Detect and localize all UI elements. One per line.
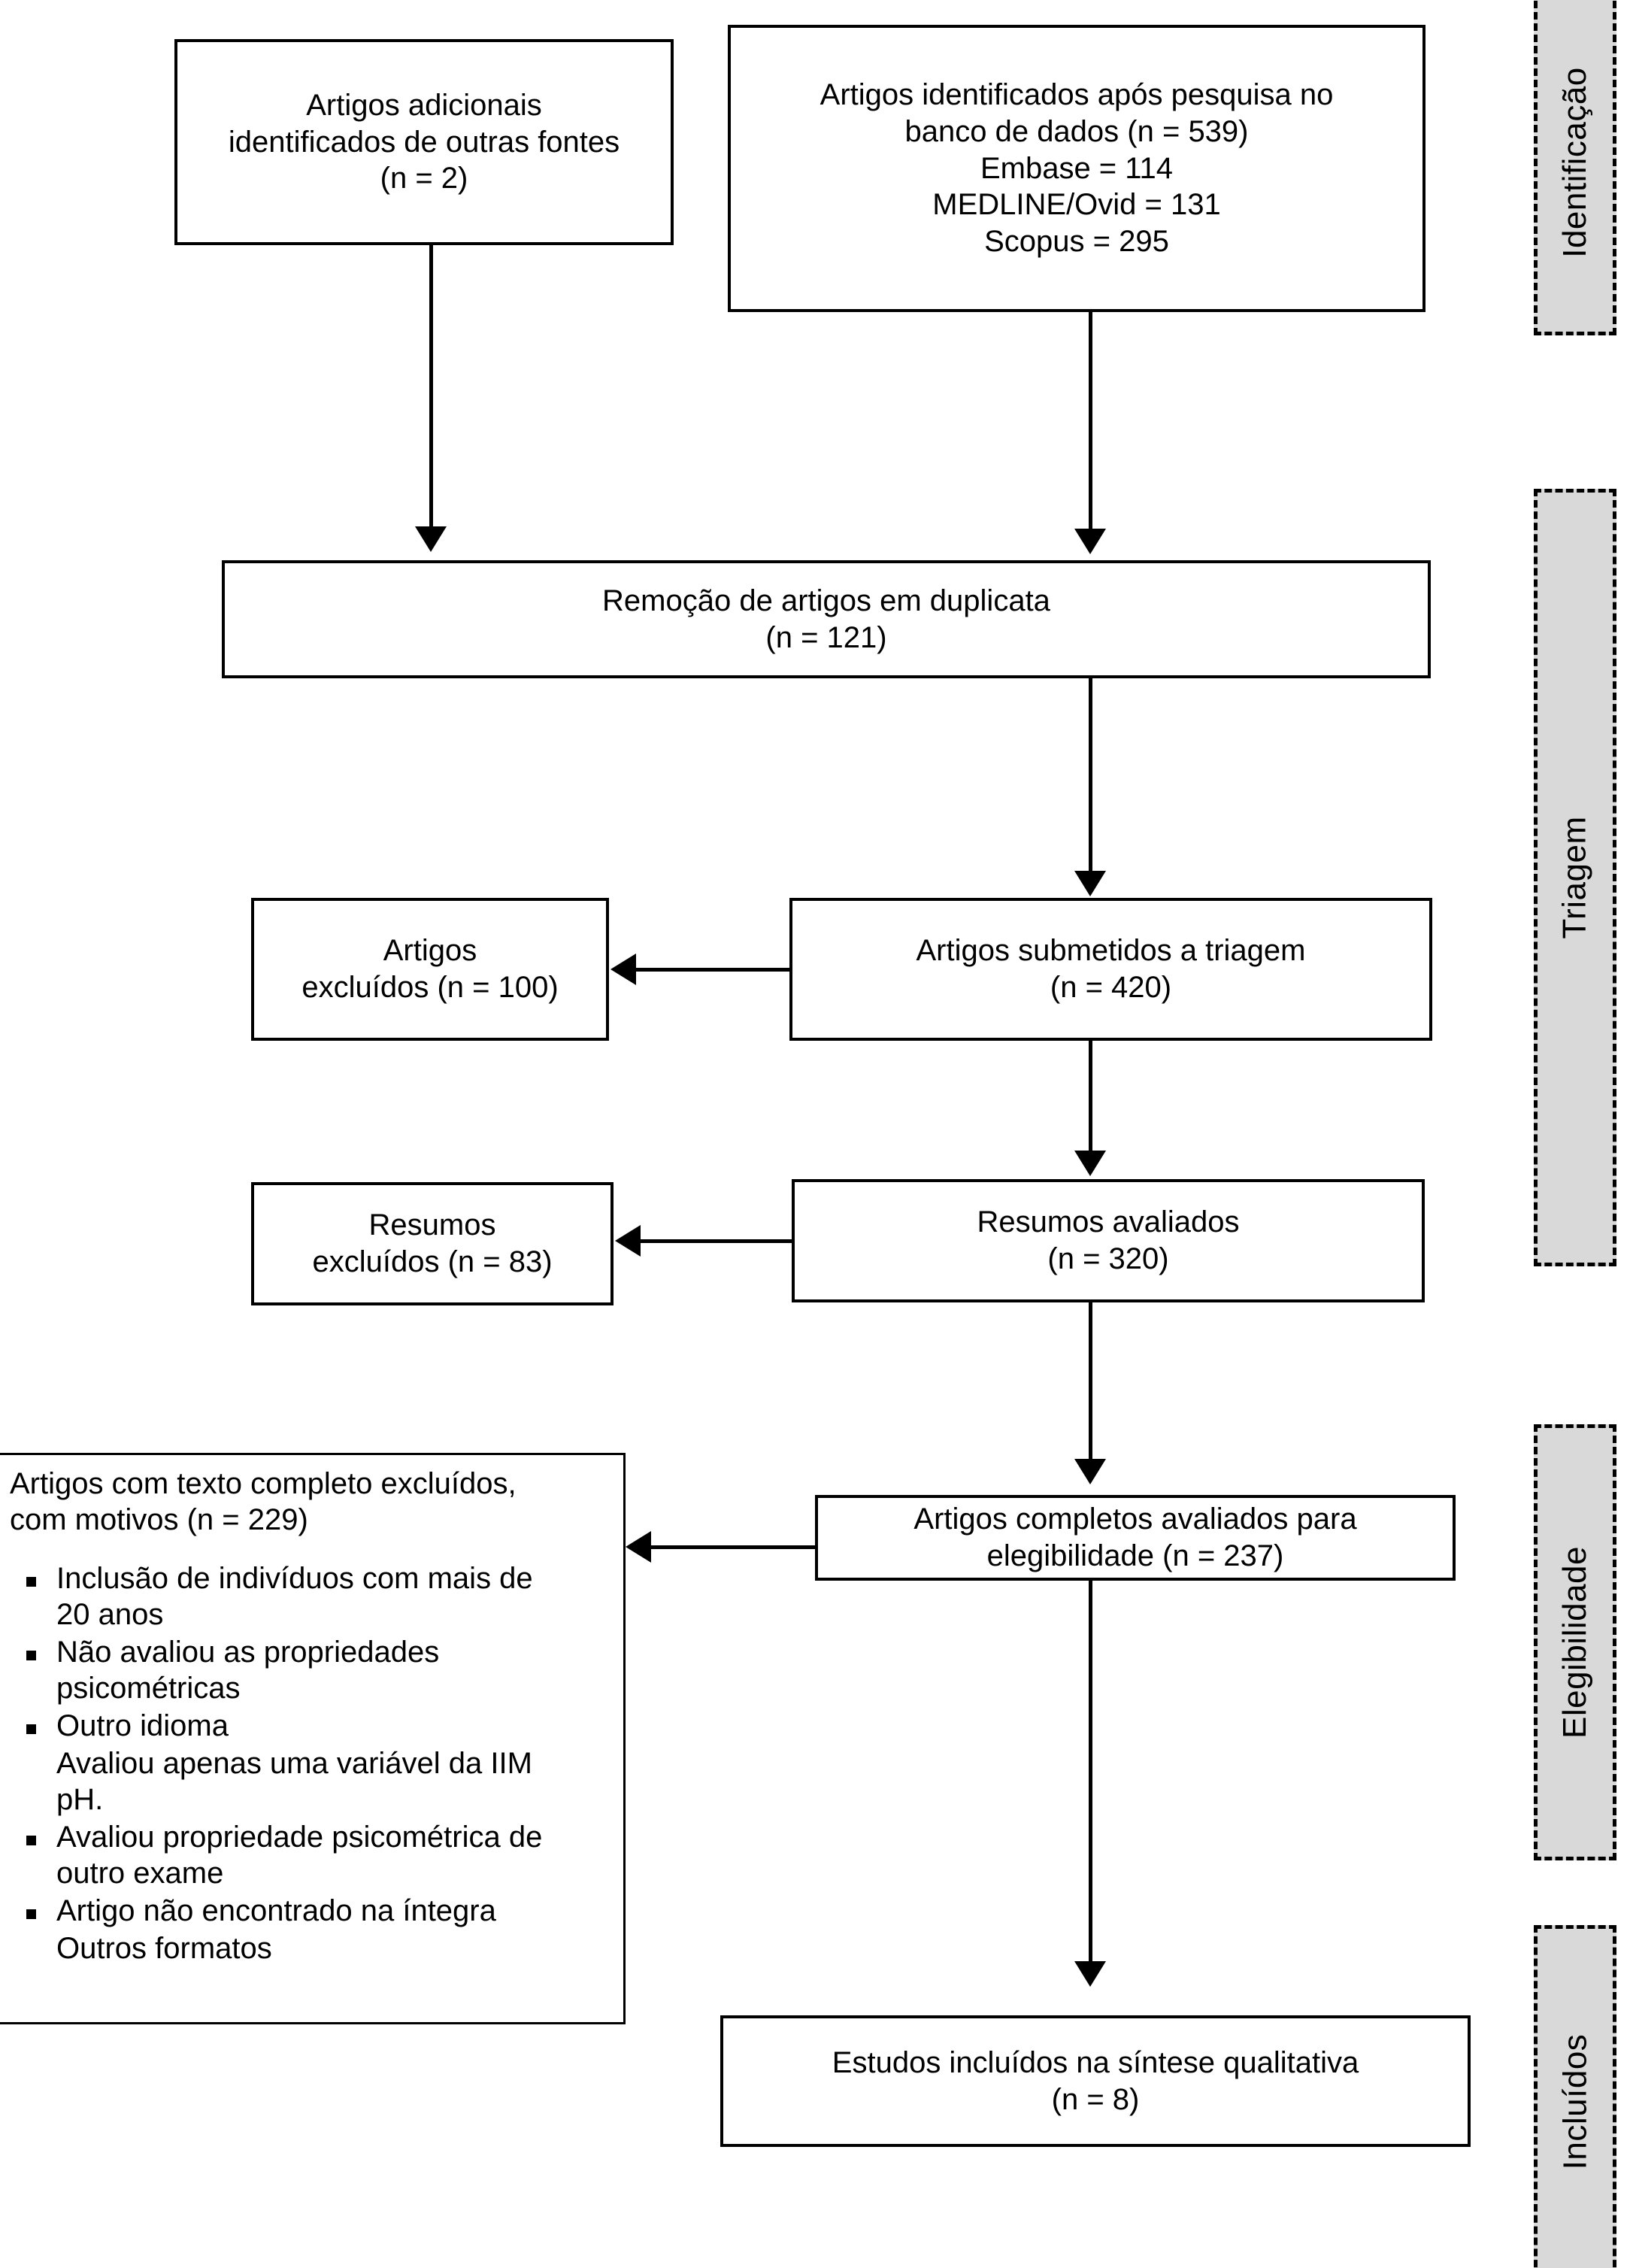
arrowhead-fulltext-to-included [1074, 1961, 1106, 1987]
connector-fulltext-to-included [1089, 1581, 1092, 1964]
exclusion-reason-item: Avaliou propriedade psicométrica de outr… [10, 1819, 614, 1891]
box-database-search-text: Artigos identificados após pesquisa no b… [820, 78, 1334, 259]
connector-database-to-duplicates [1089, 312, 1092, 530]
exclusion-reason-item: Não avaliou as propriedades psicométrica… [10, 1634, 614, 1706]
connector-abstracts-to-fulltext [1089, 1302, 1092, 1460]
box-articles-excluded-text: Artigos excluídos (n = 100) [301, 934, 559, 1004]
exclusion-reason-item: Avaliou apenas uma variável da IIM pH. [56, 1747, 532, 1816]
connector-duplicates-to-screened [1089, 678, 1092, 874]
box-included-qualitative: Estudos incluídos na síntese qualitativa… [720, 2015, 1471, 2147]
box-included-qualitative-text: Estudos incluídos na síntese qualitativa… [832, 2045, 1359, 2116]
arrowhead-screened-to-abstracts [1074, 1151, 1106, 1176]
box-abstracts-excluded-text: Resumos excluídos (n = 83) [312, 1208, 553, 1278]
box-database-search: Artigos identificados após pesquisa no b… [728, 25, 1425, 312]
phase-incluidos: Incluídos [1534, 1925, 1616, 2268]
arrowhead-database-to-duplicates [1074, 529, 1106, 554]
arrowhead-screened-to-excluded [610, 954, 636, 985]
arrowhead-duplicates-to-screened [1074, 871, 1106, 896]
exclusion-reasons-list: Inclusão de indivíduos com mais de 20 an… [10, 1560, 614, 1966]
box-articles-screened: Artigos submetidos a triagem (n = 420) [789, 898, 1432, 1041]
connector-abstracts-to-excluded [641, 1239, 793, 1243]
phase-identificacao: Identificação [1534, 0, 1616, 335]
exclusion-reason-item: Artigo não encontrado na íntegra [10, 1893, 614, 1929]
box-articles-excluded: Artigos excluídos (n = 100) [251, 898, 609, 1041]
box-duplicates-removed: Remoção de artigos em duplicata (n = 121… [222, 560, 1431, 678]
exclusion-reason-item: Inclusão de indivíduos com mais de 20 an… [10, 1560, 614, 1633]
box-abstracts-excluded: Resumos excluídos (n = 83) [251, 1182, 614, 1305]
connector-screened-to-abstracts [1089, 1041, 1092, 1154]
phase-triagem-label: Triagem [1556, 816, 1593, 939]
box-abstracts-assessed-text: Resumos avaliados (n = 320) [977, 1205, 1240, 1275]
phase-incluidos-label: Incluídos [1556, 2033, 1594, 2170]
box-exclusion-reasons: Artigos com texto completo excluídos, co… [0, 1453, 626, 2024]
exclusion-reason-item: Outros formatos [56, 1932, 272, 1965]
phase-triagem: Triagem [1534, 489, 1616, 1266]
box-abstracts-assessed: Resumos avaliados (n = 320) [792, 1179, 1425, 1302]
exclusion-reason-item: Outro idioma [10, 1708, 614, 1744]
connector-fulltext-to-reasons [651, 1545, 817, 1549]
connector-screened-to-excluded [636, 968, 791, 972]
arrowhead-additional-to-duplicates [415, 526, 447, 552]
phase-elegibilidade-label: Elegibilidade [1556, 1545, 1593, 1739]
phase-elegibilidade: Elegibilidade [1534, 1424, 1616, 1860]
arrowhead-abstracts-to-fulltext [1074, 1459, 1106, 1484]
box-fulltext-assessed: Artigos completos avaliados para elegibi… [815, 1495, 1456, 1581]
box-fulltext-assessed-text: Artigos completos avaliados para elegibi… [913, 1502, 1357, 1572]
box-articles-screened-text: Artigos submetidos a triagem (n = 420) [916, 934, 1306, 1004]
box-additional-sources: Artigos adicionais identificados de outr… [174, 39, 674, 245]
arrowhead-fulltext-to-reasons [626, 1531, 651, 1563]
box-additional-sources-text: Artigos adicionais identificados de outr… [228, 88, 620, 196]
box-duplicates-removed-text: Remoção de artigos em duplicata (n = 121… [602, 584, 1050, 654]
phase-identificacao-label: Identificação [1556, 67, 1593, 258]
connector-additional-to-duplicates [429, 245, 433, 528]
arrowhead-abstracts-to-excluded [615, 1225, 641, 1257]
exclusion-reasons-heading: Artigos com texto completo excluídos, co… [10, 1467, 517, 1536]
